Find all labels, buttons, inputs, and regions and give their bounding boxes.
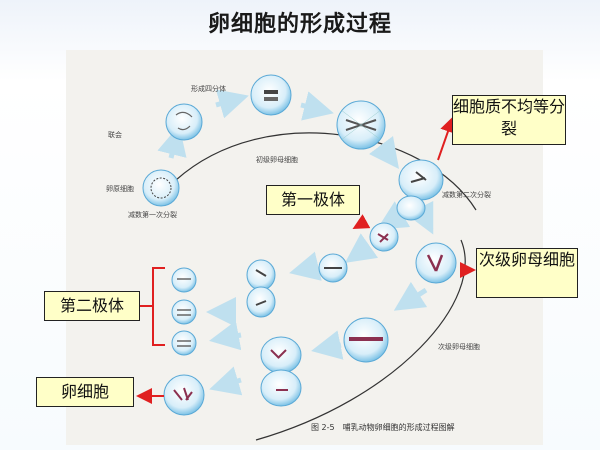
metaphase-one-cell xyxy=(336,100,386,150)
flow-arrow xyxy=(344,233,379,263)
slide-title: 卵细胞的形成过程 xyxy=(207,12,392,37)
label-tetrad: 形成四分体 xyxy=(191,85,226,93)
polar-body-small-2 xyxy=(171,299,197,325)
flow-arrow xyxy=(300,91,334,121)
oogenesis-diagram xyxy=(142,74,477,441)
flow-arrow xyxy=(209,366,243,396)
polar-body-division-cell xyxy=(246,259,276,318)
flow-arrow xyxy=(393,281,428,311)
metaphase-two-cell xyxy=(343,317,389,363)
first-polar-body-cell xyxy=(369,222,399,252)
polar-body-small-3 xyxy=(171,330,197,356)
callout-secondary-oocyte: 次级卵母细胞 xyxy=(476,248,578,298)
callout-second-polar-body: 第二极体 xyxy=(44,291,140,321)
flow-arrow xyxy=(289,251,322,281)
label-secondary-oocyte: 次级卵母细胞 xyxy=(438,343,480,351)
unequal-division-cell xyxy=(396,159,444,221)
polar-body-metaphase-cell xyxy=(318,253,348,283)
flow-arrow xyxy=(311,330,344,360)
label-synapsis: 联会 xyxy=(108,131,122,139)
synapsis-cell xyxy=(165,103,203,141)
callout-unequal-division: 细胞质不均等分裂 xyxy=(452,95,566,145)
flow-arrow xyxy=(209,320,242,351)
callout-first-polar-body: 第一极体 xyxy=(266,185,360,215)
label-meiosis-one: 减数第一次分裂 xyxy=(128,211,177,219)
label-primary-oocyte: 初级卵母细胞 xyxy=(256,156,298,164)
oogonium-cell xyxy=(142,169,180,207)
figure-caption: 图 2-5 哺乳动物卵细胞的形成过程图解 xyxy=(311,423,455,432)
callout-egg-cell: 卵细胞 xyxy=(36,377,134,407)
label-meiosis-two: 减数第二次分裂 xyxy=(442,191,491,199)
polar-body-small-1 xyxy=(171,267,197,293)
flow-arrow xyxy=(215,89,249,119)
final-division-cell xyxy=(260,336,302,407)
tetrad-cell xyxy=(250,74,292,116)
flow-arrow xyxy=(369,136,399,169)
secondary-oocyte-cell xyxy=(415,242,457,284)
egg-cell xyxy=(163,374,205,416)
label-oogonium: 卵原细胞 xyxy=(106,185,134,193)
